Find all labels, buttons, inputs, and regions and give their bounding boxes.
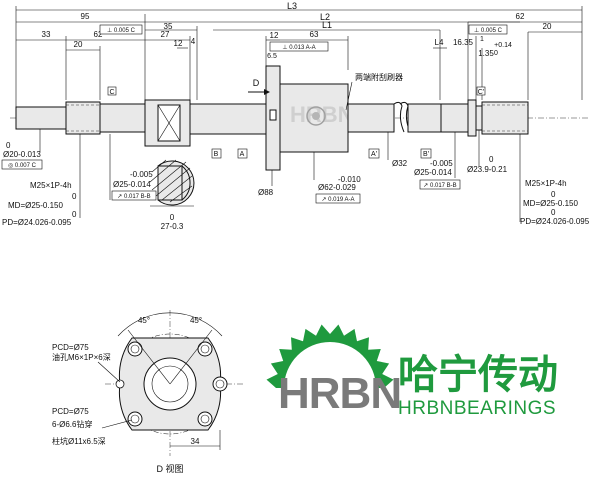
left-thread-spec: M25×1P-4h — [30, 181, 72, 190]
angle-right: 45° — [190, 316, 202, 325]
right-seat-dia: Ø25-0.014 — [414, 168, 452, 177]
dim-16-35: 16.35 — [453, 38, 474, 47]
counterbore: 柱坑Ø11x6.5深 — [52, 436, 106, 446]
screw-dia: Ø32 — [392, 159, 408, 168]
dim-6-5: 6.5 — [267, 53, 277, 60]
left-md: MD=Ø25-0.150 — [8, 201, 63, 210]
dim-62: 62 — [94, 30, 103, 39]
oil-hole: 油孔M6×1P×6深 — [52, 352, 111, 362]
dim-plus-0-14: +0.14 — [494, 42, 512, 49]
right-md-tol: 0 — [551, 190, 556, 199]
dim-1: 1 — [480, 36, 484, 43]
datum-c: C — [109, 89, 114, 96]
tolerance-perp-c-right: ⊥ 0.005 C — [474, 27, 503, 34]
section-view: 0 27-0.3 — [149, 159, 195, 231]
seat-dia: Ø25-0.014 — [113, 180, 151, 189]
right-end-labels: Ø32 -0.005 Ø25-0.014 ↗ 0.017 B-B 0 Ø23.9… — [387, 130, 590, 226]
datum-c-prime: C' — [478, 89, 484, 96]
dim-62-right: 62 — [516, 12, 525, 21]
angle-left: 45° — [138, 316, 150, 325]
dim-33: 33 — [42, 30, 51, 39]
dim-95: 95 — [81, 12, 90, 21]
left-thread — [65, 101, 101, 135]
left-shaft-dia: Ø20-0.013 — [3, 150, 41, 159]
dim-20: 20 — [74, 40, 83, 49]
nut-dimensions: ⊥ 0.013 A-A 12 63 6.5 — [265, 30, 349, 70]
dim-12: 12 — [174, 39, 183, 48]
datum-d: D — [253, 78, 260, 88]
left-end-journal — [15, 106, 67, 130]
left-end-labels: 0 Ø20-0.013 ◎ 0.007 C M25×1P-4h 0 MD=Ø25… — [1, 129, 81, 227]
tolerance-runout-aa: ↗ 0.019 A-A — [321, 197, 354, 203]
dim-12b: 12 — [270, 31, 279, 40]
logo-mark: HRBN — [278, 369, 401, 418]
flange-dia: Ø88 — [258, 188, 274, 197]
pcd2: PCD=Ø75 — [52, 407, 89, 416]
datums: C C' B A A' B' D — [107, 78, 486, 159]
left-shaft-tol: 0 — [6, 141, 11, 150]
logo-brand-en: HRBNBEARINGS — [398, 398, 556, 419]
nut-emblem: HRBN — [290, 102, 354, 127]
seat-upper: -0.005 — [130, 170, 153, 179]
dim-63: 63 — [310, 30, 319, 39]
hrbn-logo: HRBN 哈宁传动 HRBNBEARINGS — [266, 324, 558, 419]
dim-4: 4 — [191, 37, 196, 46]
section-width: 27-0.3 — [161, 222, 184, 231]
datum-a: A — [240, 151, 245, 158]
gear-icon — [266, 324, 394, 388]
groove-zero: 0 — [489, 155, 494, 164]
d-view: 45° 45° PCD=Ø75 油孔M6×1P×6深 PCD=Ø75 6-Ø6.… — [52, 310, 245, 474]
nut-dia: Ø62-0.029 — [318, 183, 356, 192]
datum-a-prime: A' — [371, 151, 377, 158]
tolerance-circ-007: ◎ 0.007 C — [8, 163, 37, 169]
logo-brand-cn: 哈宁传动 — [398, 352, 558, 398]
tolerance-perp-aa: ⊥ 0.013 A-A — [282, 44, 315, 51]
dim-l3: L3 — [287, 1, 297, 11]
left-pd-tol: 0 — [72, 210, 77, 219]
bearing-seat-labels: -0.005 Ø25-0.014 ↗ 0.017 B-B — [109, 134, 157, 201]
pcd1: PCD=Ø75 — [52, 343, 89, 352]
right-dimensions: L4 16.35 ⊥ 0.005 C 1 +0.14 0 1.35 — [433, 22, 529, 100]
dim-1-35: 1.35 — [478, 49, 494, 58]
dim-0-14-lower: 0 — [494, 50, 498, 57]
dim-l4: L4 — [435, 38, 444, 47]
nut-labels: Ø88 -0.010 Ø62-0.029 ↗ 0.019 A-A 两端附刮刷器 — [258, 72, 403, 204]
left-dimensions: 33 20 62 27 12 4 ⊥ 0.005 C — [16, 14, 198, 100]
left-pd: PD=Ø24.026-0.095 — [2, 218, 72, 227]
dim-35: 35 — [164, 22, 173, 31]
groove-dia: Ø23.9-0.21 — [467, 165, 508, 174]
dim-34: 34 — [191, 437, 200, 446]
nut-note: 两端附刮刷器 — [355, 72, 403, 82]
shaft: HRBN — [10, 65, 590, 171]
nut-upper: -0.010 — [338, 175, 361, 184]
datum-b: B — [214, 151, 219, 158]
d-view-caption: D 视图 — [156, 463, 183, 474]
right-pd: PD=Ø24.026-0.095 — [520, 217, 590, 226]
tolerance-runout-bb-right: ↗ 0.017 B-B — [423, 183, 456, 189]
dim-27: 27 — [161, 30, 170, 39]
overall-dimensions: L3 L2 L1 95 35 62 20 — [15, 1, 583, 108]
dim-l2: L2 — [320, 12, 330, 22]
section-zero: 0 — [170, 213, 175, 222]
right-thread-spec: M25×1P-4h — [525, 179, 567, 188]
right-seat-upper: -0.005 — [430, 159, 453, 168]
left-md-tol: 0 — [72, 192, 77, 201]
right-pd-tol: 0 — [551, 208, 556, 217]
right-thread — [481, 101, 529, 135]
datum-b-prime: B' — [423, 151, 429, 158]
tolerance-perp-c: ⊥ 0.005 C — [107, 27, 136, 34]
bolt-holes — [115, 341, 228, 427]
tolerance-runout-bb: ↗ 0.017 B-B — [117, 194, 150, 200]
right-md: MD=Ø25-0.150 — [523, 199, 578, 208]
dim-20-right: 20 — [543, 22, 552, 31]
dim-l1: L1 — [322, 20, 332, 30]
drill: 6-Ø6.6钻穿 — [52, 419, 92, 429]
